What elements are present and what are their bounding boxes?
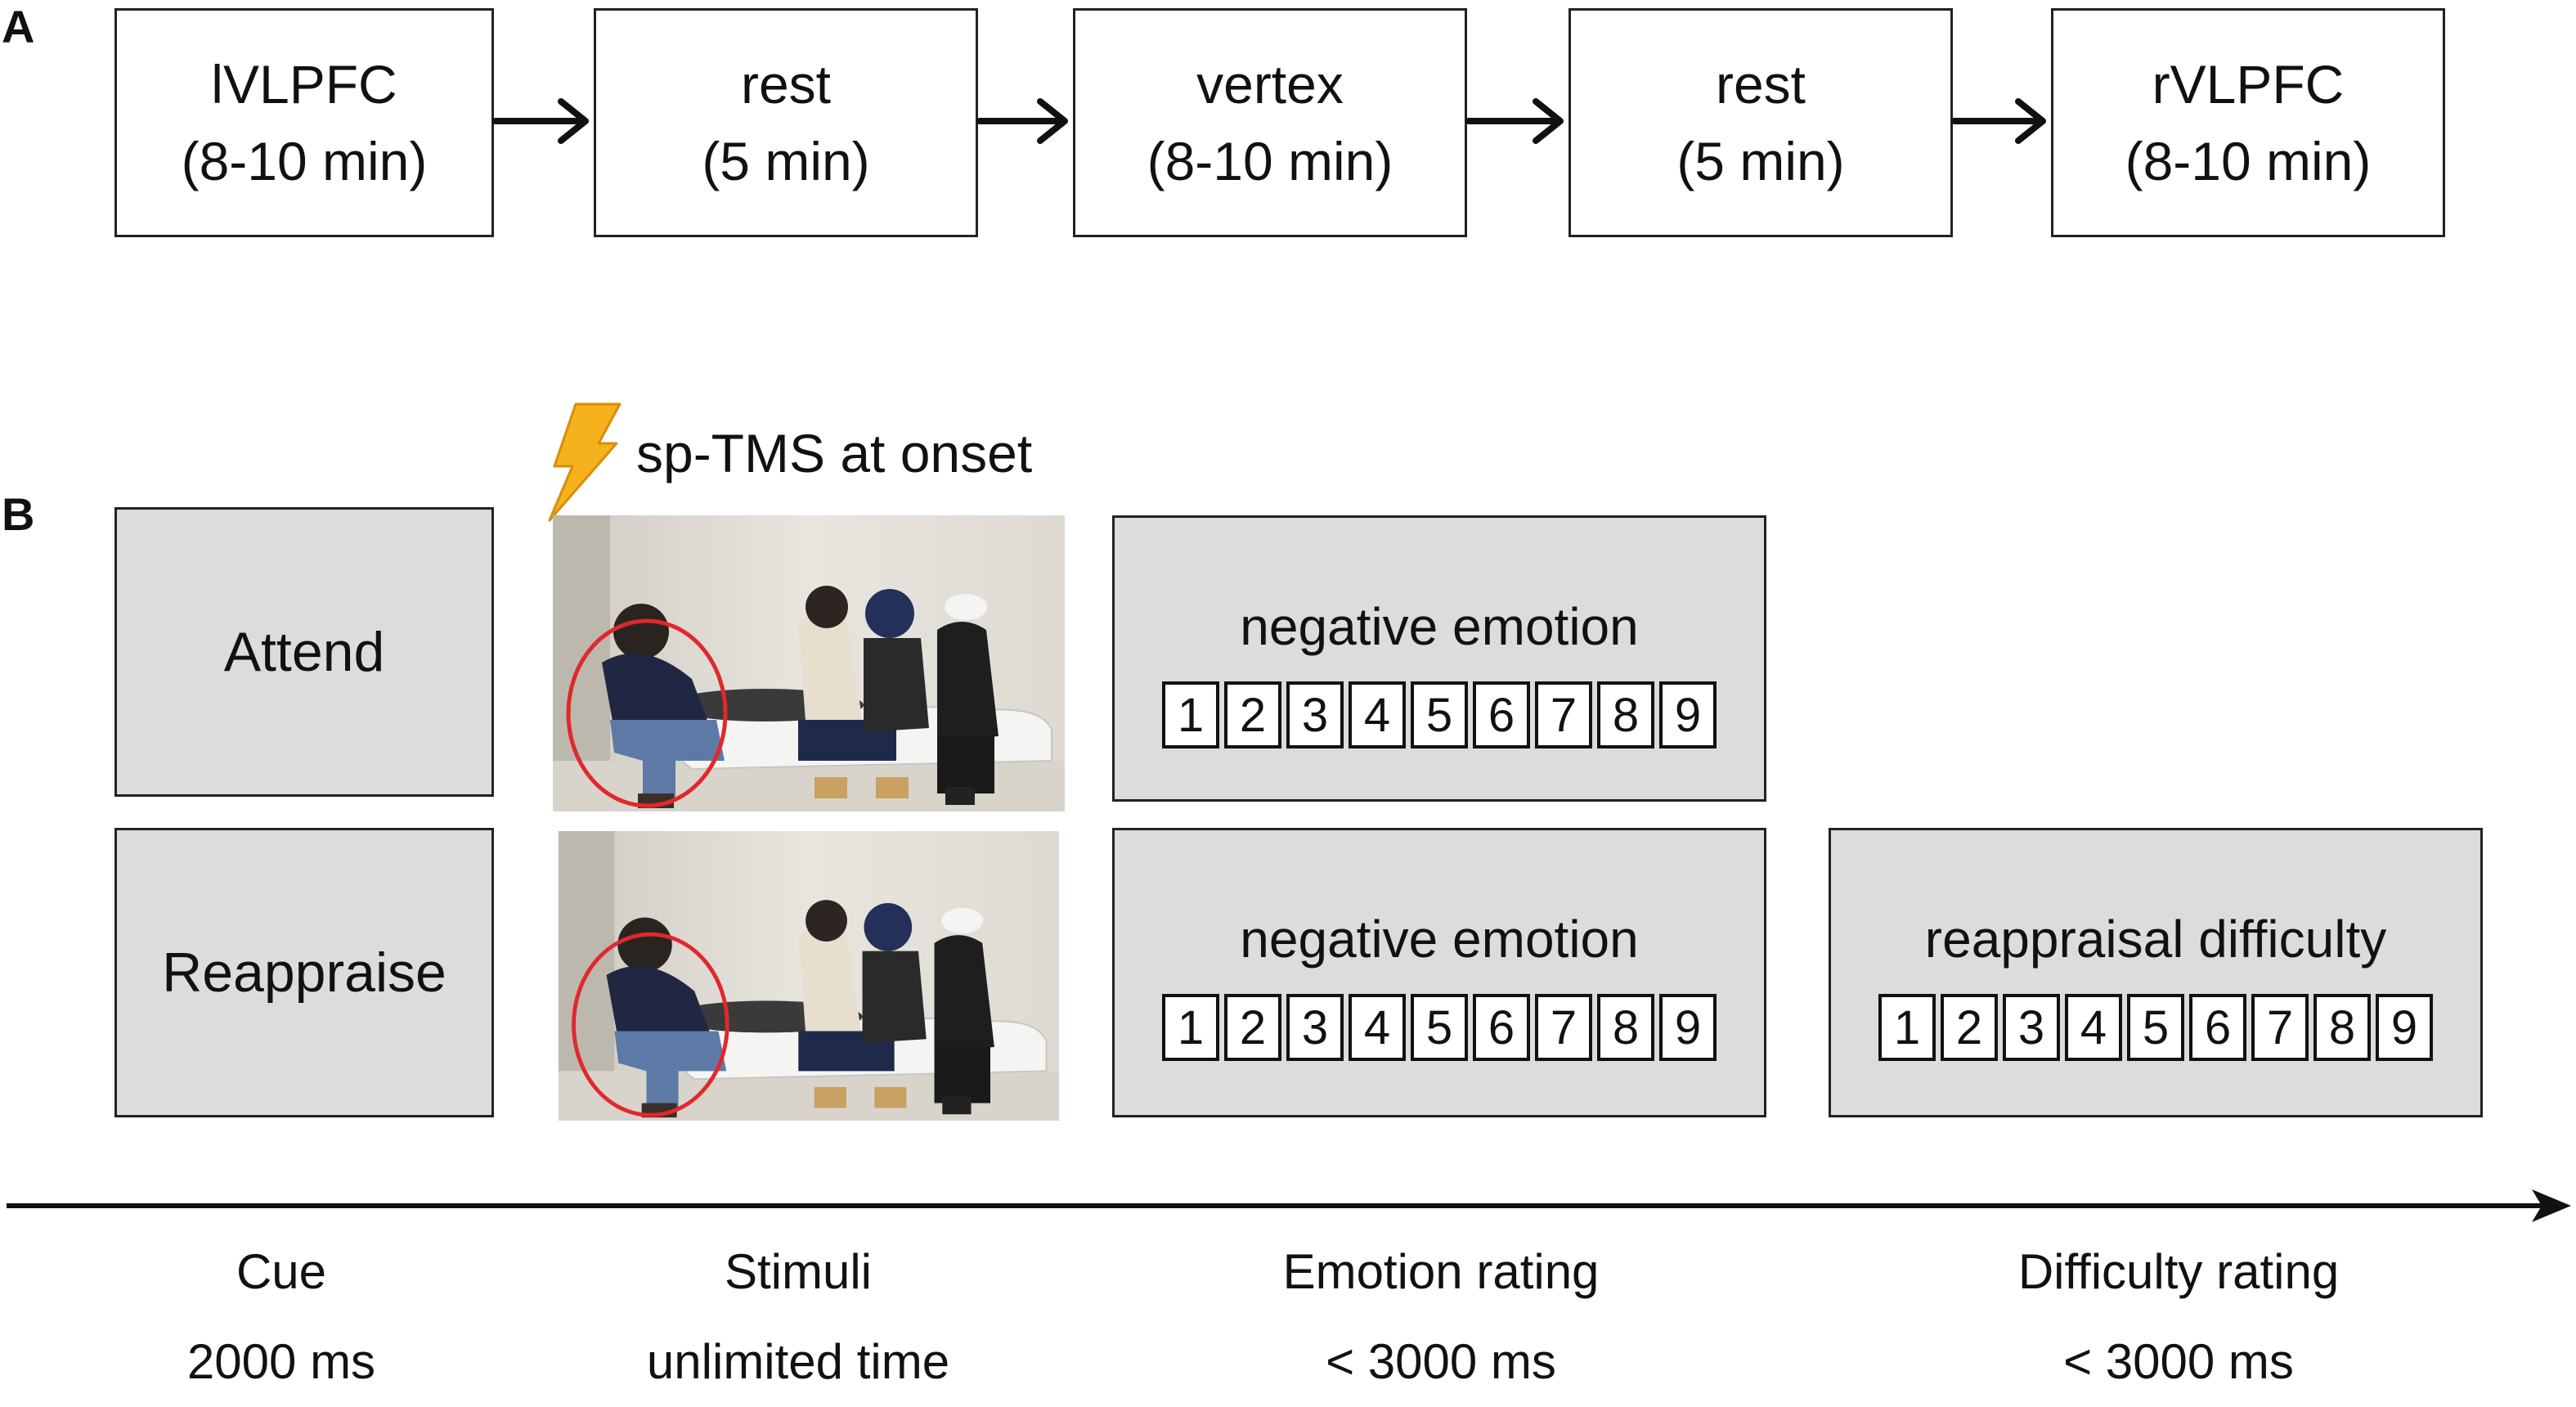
step-title: lVLPFC	[211, 54, 397, 115]
cue-label: Reappraise	[162, 942, 447, 1004]
scale-option[interactable]: 4	[1349, 994, 1406, 1061]
scale-option[interactable]: 7	[1535, 681, 1592, 748]
scale-option[interactable]: 9	[2376, 994, 2433, 1061]
scale-option[interactable]: 7	[1535, 994, 1592, 1061]
scale-option[interactable]: 1	[1878, 994, 1936, 1061]
emotion-rating-box-attend: negative emotion 1 2 3 4 5 6 7 8 9	[1112, 515, 1766, 802]
scale-option[interactable]: 4	[2065, 994, 2122, 1061]
timeline-cue: Cue 2000 ms	[36, 1227, 527, 1407]
arrowhead-icon	[1533, 98, 1564, 144]
scale-option[interactable]: 3	[1286, 994, 1344, 1061]
arrowhead-icon	[558, 98, 589, 144]
scale-option[interactable]: 5	[1411, 681, 1468, 748]
step-rvlpfc: rVLPFC (8-10 min)	[2051, 8, 2445, 237]
rating-title: negative emotion	[1240, 910, 1639, 969]
scale-option[interactable]: 8	[1597, 681, 1654, 748]
highlight-circle-icon	[566, 618, 728, 808]
timeline-emotion-rating: Emotion rating < 3000 ms	[1196, 1227, 1686, 1407]
scale-option[interactable]: 2	[1224, 994, 1281, 1061]
step-duration: (5 min)	[1676, 131, 1845, 191]
scale-option[interactable]: 6	[2189, 994, 2246, 1061]
arrowhead-icon	[2015, 98, 2046, 144]
highlight-circle-icon	[572, 932, 729, 1117]
panel-b-label: B	[2, 488, 35, 540]
scale-option[interactable]: 8	[1597, 994, 1654, 1061]
arrowhead-icon	[1037, 98, 1068, 144]
step-rest-2: rest (5 min)	[1568, 8, 1953, 237]
timeline-phase-time: < 3000 ms	[1326, 1334, 1556, 1389]
step-duration: (8-10 min)	[181, 131, 428, 191]
stimulus-photo-attend	[553, 515, 1065, 811]
timeline-stimuli: Stimuli unlimited time	[553, 1227, 1043, 1407]
rating-scale: 1 2 3 4 5 6 7 8 9	[1831, 994, 2480, 1061]
panel-a-label: A	[2, 1, 35, 52]
timeline-difficulty-rating: Difficulty rating < 3000 ms	[1933, 1227, 2424, 1407]
scale-option[interactable]: 2	[1224, 681, 1281, 748]
timeline-phase-time: unlimited time	[646, 1334, 950, 1389]
cue-label: Attend	[223, 621, 385, 683]
timeline-phase-time: < 3000 ms	[2063, 1334, 2294, 1389]
step-title: rVLPFC	[2152, 54, 2345, 115]
emotion-rating-box-reappraise: negative emotion 1 2 3 4 5 6 7 8 9	[1112, 828, 1766, 1117]
arrowhead-icon	[2532, 1189, 2571, 1222]
step-title: vertex	[1196, 54, 1344, 115]
stimulus-photo-reappraise	[558, 831, 1060, 1121]
scale-option[interactable]: 9	[1659, 994, 1717, 1061]
timeline-phase-name: Stimuli	[724, 1244, 873, 1299]
rating-scale: 1 2 3 4 5 6 7 8 9	[1115, 681, 1764, 748]
scale-option[interactable]: 6	[1473, 994, 1530, 1061]
scale-option[interactable]: 6	[1473, 681, 1530, 748]
scale-option[interactable]: 4	[1349, 681, 1406, 748]
step-duration: (8-10 min)	[2125, 131, 2372, 191]
scale-option[interactable]: 5	[2127, 994, 2184, 1061]
step-duration: (8-10 min)	[1147, 131, 1393, 191]
timeline-arrow	[7, 1189, 2571, 1222]
cue-reappraise-box: Reappraise	[114, 828, 494, 1117]
difficulty-rating-box: reappraisal difficulty 1 2 3 4 5 6 7 8 9	[1829, 828, 2483, 1117]
tms-label: sp-TMS at onset	[636, 423, 1033, 483]
scale-option[interactable]: 5	[1411, 994, 1468, 1061]
scale-option[interactable]: 8	[2313, 994, 2371, 1061]
timeline-phase-name: Cue	[236, 1244, 327, 1299]
scale-option[interactable]: 2	[1941, 994, 1998, 1061]
step-title: rest	[1715, 54, 1806, 115]
step-vertex: vertex (8-10 min)	[1073, 8, 1467, 237]
step-duration: (5 min)	[702, 131, 870, 191]
step-lvlpfc: lVLPFC (8-10 min)	[114, 8, 494, 237]
timeline-phase-name: Difficulty rating	[2017, 1244, 2340, 1299]
step-rest-1: rest (5 min)	[594, 8, 978, 237]
step-title: rest	[740, 54, 832, 115]
scale-option[interactable]: 1	[1162, 681, 1219, 748]
rating-title: reappraisal difficulty	[1924, 910, 2387, 969]
lightning-icon	[548, 402, 622, 522]
rating-scale: 1 2 3 4 5 6 7 8 9	[1115, 994, 1764, 1061]
scale-option[interactable]: 3	[1286, 681, 1344, 748]
rating-title: negative emotion	[1240, 597, 1639, 656]
panel-a-arrows	[492, 98, 2046, 144]
timeline-phase-time: 2000 ms	[186, 1334, 376, 1389]
scale-option[interactable]: 9	[1659, 681, 1717, 748]
cue-attend-box: Attend	[114, 507, 494, 797]
scale-option[interactable]: 1	[1162, 994, 1219, 1061]
scale-option[interactable]: 7	[2251, 994, 2309, 1061]
scale-option[interactable]: 3	[2003, 994, 2060, 1061]
timeline-phase-name: Emotion rating	[1282, 1244, 1600, 1299]
